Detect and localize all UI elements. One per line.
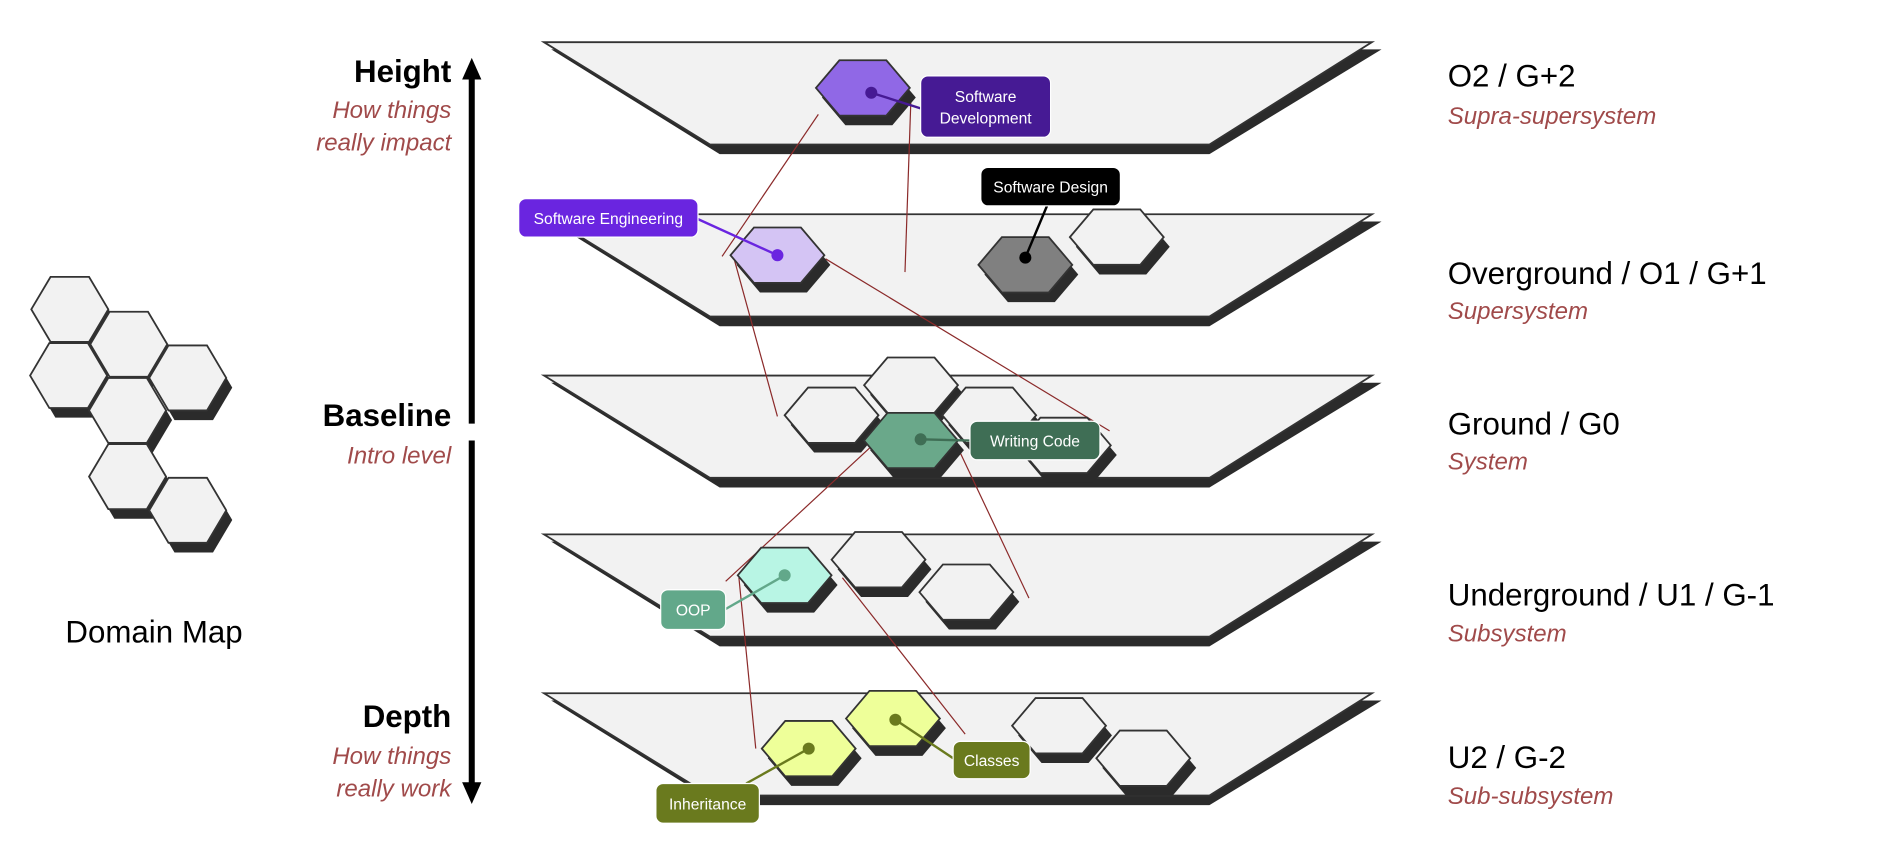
- callout-box: [518, 198, 699, 238]
- callout-software-design: Software Design: [980, 166, 1122, 264]
- hex: [1010, 697, 1112, 764]
- domain-map-hex: [148, 344, 233, 421]
- relation-line: [738, 577, 757, 749]
- hex-face: [1095, 729, 1192, 787]
- callout-connector: [870, 91, 921, 110]
- level-title-o1: Overground / O1 / G+1: [1448, 256, 1767, 291]
- hex-face: [89, 310, 169, 378]
- hex: [1068, 208, 1170, 275]
- hex-software-design: [977, 236, 1079, 303]
- hex-face: [783, 386, 880, 444]
- level-sub-u2: Sub-subsystem: [1448, 783, 1614, 810]
- domain-map-hex: [88, 377, 173, 453]
- callout-dot: [771, 249, 784, 262]
- hex-face: [29, 342, 109, 409]
- level-title-g0: Ground / G0: [1448, 407, 1620, 442]
- callout-label: Inheritance: [669, 796, 746, 813]
- relation-line: [956, 445, 1030, 599]
- callout-dot: [778, 569, 791, 582]
- depth-sub-2: really work: [336, 776, 453, 803]
- callout-label: Software: [955, 89, 1017, 106]
- level-sub-g0: System: [1448, 448, 1528, 475]
- callout-connector: [1024, 205, 1049, 259]
- callout-inheritance: Inheritance: [655, 742, 815, 824]
- depth-sub-1: How things: [332, 743, 451, 770]
- callout-connector: [920, 438, 971, 442]
- callout-label: Development: [940, 110, 1033, 127]
- height-axis-arrow: [462, 57, 482, 424]
- hex: [862, 356, 964, 423]
- hex-face: [1010, 697, 1108, 755]
- level-sub-u1: Subsystem: [1448, 621, 1567, 648]
- callout-label: OOP: [676, 603, 711, 620]
- callout-connector: [745, 747, 810, 785]
- hex-face: [88, 443, 168, 511]
- hex: [783, 386, 885, 453]
- relation-line: [904, 96, 912, 273]
- baseline-sub: Intro level: [347, 442, 452, 469]
- callout-label: Software Design: [993, 180, 1108, 197]
- callout-connector: [725, 574, 786, 611]
- callout-classes: Classes: [889, 713, 1031, 780]
- hex-face: [148, 476, 228, 544]
- hex-face: [30, 275, 110, 343]
- callout-dot: [802, 742, 815, 755]
- callout-software-engineering: Software Engineering: [518, 198, 784, 262]
- callout-dot: [914, 433, 927, 446]
- callout-box: [969, 420, 1101, 461]
- relation-line: [841, 577, 966, 735]
- hex: [830, 531, 932, 597]
- level-sub-o2: Supra-supersystem: [1448, 103, 1657, 130]
- callout-box: [655, 782, 760, 824]
- level-title-u1: Underground / U1 / G-1: [1448, 577, 1775, 612]
- hex: [1095, 729, 1197, 796]
- relation-line: [733, 258, 779, 417]
- callout-label: Writing Code: [990, 434, 1080, 451]
- hex-face: [1068, 208, 1165, 266]
- depth-title: Depth: [363, 699, 452, 734]
- level-title-u2: U2 / G-2: [1448, 740, 1566, 775]
- callout-label: Software Engineering: [534, 211, 683, 228]
- hex-face: [830, 531, 927, 589]
- callout-writing-code: Writing Code: [914, 420, 1101, 461]
- hex-face: [918, 563, 1015, 621]
- relation-line: [721, 114, 819, 257]
- baseline-title: Baseline: [323, 398, 452, 433]
- level-sub-o1: Supersystem: [1448, 298, 1588, 325]
- relation-line: [725, 444, 873, 582]
- height-sub-2: really impact: [316, 129, 452, 156]
- callout-box: [980, 166, 1122, 207]
- domain-map-hex: [148, 476, 233, 553]
- hex-face: [148, 344, 228, 412]
- height-title: Height: [354, 54, 452, 89]
- domain-map-icon: [29, 275, 233, 553]
- callout-oop: OOP: [660, 569, 791, 631]
- callout-dot: [865, 86, 878, 99]
- depth-axis-arrow: [462, 440, 482, 804]
- callout-dot: [889, 713, 902, 726]
- callout-dot: [1019, 251, 1032, 264]
- hex-face: [814, 59, 911, 117]
- height-sub-1: How things: [332, 97, 451, 124]
- callout-box: [952, 740, 1031, 780]
- hex: [918, 563, 1020, 630]
- hex-face: [977, 236, 1074, 294]
- callout-box: [920, 75, 1052, 138]
- callout-connector: [697, 217, 778, 257]
- relation-line: [825, 258, 1110, 432]
- hex-face: [88, 377, 168, 444]
- domain-map-title: Domain Map: [65, 615, 242, 650]
- level-title-o2: O2 / G+2: [1448, 59, 1576, 94]
- callout-connector: [894, 718, 954, 760]
- callout-label: Classes: [964, 753, 1020, 770]
- callout-box: [660, 589, 727, 631]
